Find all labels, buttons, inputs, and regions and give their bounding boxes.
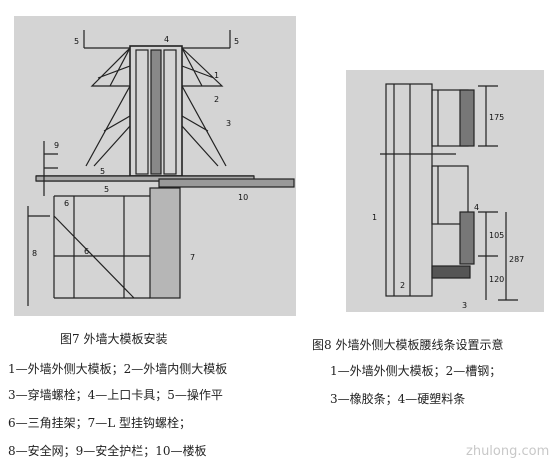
figure7-legend-line-2: 3—穿墙螺栓；4—上口卡具；5—操作平	[8, 388, 223, 402]
fig7-callout-5b: 5	[234, 37, 239, 46]
fig7-callout-3: 3	[226, 119, 231, 128]
fig8-callout-3: 3	[462, 301, 467, 310]
fig8-callout-2: 2	[400, 281, 405, 290]
figure7-legend-line-4: 8—安全网；9—安全护栏；10—楼板	[8, 444, 207, 458]
fig7-callout-6b: 6	[84, 247, 89, 256]
fig7-callout-6a: 6	[64, 199, 69, 208]
fig8-dim-105: 105	[489, 231, 504, 240]
fig7-callout-10: 10	[238, 193, 248, 202]
figure8-legend-line-2: 3—橡胶条；4—硬塑料条	[330, 392, 466, 406]
fig8-callout-4: 4	[474, 203, 479, 212]
fig7-callout-8: 8	[32, 249, 37, 258]
figure7-legend-line-3: 6—三角挂架；7—L 型挂钩螺栓；	[8, 416, 192, 430]
fig7-callout-2: 2	[214, 95, 219, 104]
fig8-callout-1: 1	[372, 213, 377, 222]
fig7-callout-4: 4	[164, 35, 169, 44]
fig7-callout-1: 1	[214, 71, 219, 80]
figure8-caption: 图8 外墙外侧大模板腰线条设置示意	[312, 338, 504, 352]
fig8-dim-120: 120	[489, 275, 504, 284]
fig7-callout-5c: 5	[100, 167, 105, 176]
fig7-callout-5a: 5	[74, 37, 79, 46]
figure7-caption: 图7 外墙大模板安装	[60, 332, 168, 346]
figure7-legend-line-1: 1—外墙外侧大模板；2—外墙内侧大模板	[8, 362, 228, 376]
figure8-drawing: 1 2 4 3 175 105 287 120	[372, 83, 524, 310]
figure8-legend-line-1: 1—外墙外侧大模板；2—槽钢；	[330, 364, 502, 378]
fig8-dim-175: 175	[489, 113, 504, 122]
figure7-drawing: 5 4 5 1 2 3 9 5 5 10 6 8 6 7	[27, 30, 295, 306]
fig8-dim-287: 287	[509, 255, 524, 264]
figure8-drawing-panel: 1 2 4 3 175 105 287 120	[346, 70, 544, 312]
fig7-callout-9: 9	[54, 141, 59, 150]
figure7-drawing-panel: 5 4 5 1 2 3 9 5 5 10 6 8 6 7	[14, 16, 296, 316]
watermark-text: zhulong.com	[466, 444, 550, 459]
fig7-callout-5d: 5	[104, 185, 109, 194]
fig7-callout-7: 7	[190, 253, 195, 262]
